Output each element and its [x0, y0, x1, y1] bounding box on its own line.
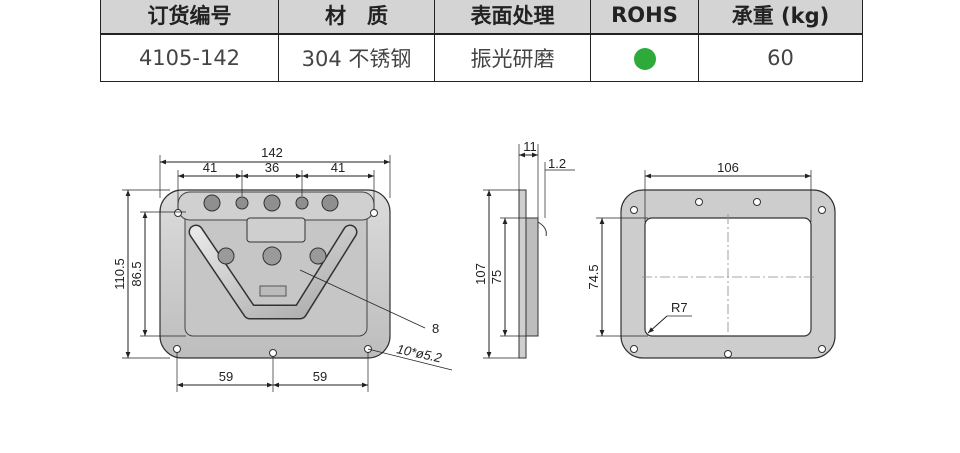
header-load: 承重 (kg)	[698, 0, 863, 35]
header-part-no: 订货编号	[100, 0, 279, 35]
dim-right-spacing: 41	[331, 160, 345, 175]
front-boss-holes	[203, 194, 339, 212]
leader-holes	[367, 348, 453, 371]
dim-overall-height: 110.5	[112, 258, 127, 290]
header-rohs: ROHS	[590, 0, 699, 35]
side-view: 11 1.2 107 75	[473, 139, 575, 359]
front-view: 142 41 36 41 110.5 86.5 59 59 8 10*ø5.2	[112, 145, 453, 392]
dim-overall-width: 142	[261, 145, 283, 160]
dim-side-inner-height: 75	[489, 270, 504, 284]
side-flange	[518, 189, 527, 359]
rear-frame	[620, 189, 836, 359]
side-handle-lip	[537, 221, 547, 237]
rear-view: 106 74.5 R7	[586, 160, 836, 359]
dim-rear-height: 74.5	[586, 264, 601, 289]
dim-middle-spacing: 36	[265, 160, 279, 175]
front-handle-plate	[259, 285, 287, 297]
front-handle	[190, 226, 356, 318]
cell-material: 304 不锈钢	[278, 33, 435, 82]
dim-rear-width: 106	[717, 160, 739, 175]
front-mounting-holes	[173, 209, 378, 357]
cell-load: 60	[698, 33, 863, 82]
dim-inner-height: 86.5	[129, 261, 144, 286]
dim-side-thickness: 1.2	[548, 156, 566, 171]
dim-rear-radius: R7	[671, 300, 688, 315]
rohs-status-dot	[633, 48, 656, 70]
side-tray	[525, 217, 539, 337]
dim-side-height: 107	[473, 263, 488, 285]
rear-mounting-holes	[630, 198, 826, 358]
dim-left-spacing: 41	[203, 160, 217, 175]
dim-bottom-left: 59	[219, 369, 233, 384]
cell-rohs	[590, 33, 699, 82]
header-surface: 表面处理	[434, 0, 591, 35]
cell-part-no: 4105-142	[100, 33, 279, 82]
spec-data-row: 4105-142 304 不锈钢 振光研磨 60	[100, 33, 863, 82]
dim-bottom-right: 59	[313, 369, 327, 384]
spec-header-row: 订货编号 材 质 表面处理 ROHS 承重 (kg)	[100, 0, 863, 35]
front-hinge-block	[246, 217, 306, 243]
leader-part	[299, 269, 426, 329]
spec-table: 订货编号 材 质 表面处理 ROHS 承重 (kg) 4105-142 304 …	[100, 0, 863, 82]
dim-side-depth: 11	[523, 139, 537, 154]
front-lower-bosses	[217, 246, 327, 266]
callout-part-number: 8	[432, 321, 439, 336]
